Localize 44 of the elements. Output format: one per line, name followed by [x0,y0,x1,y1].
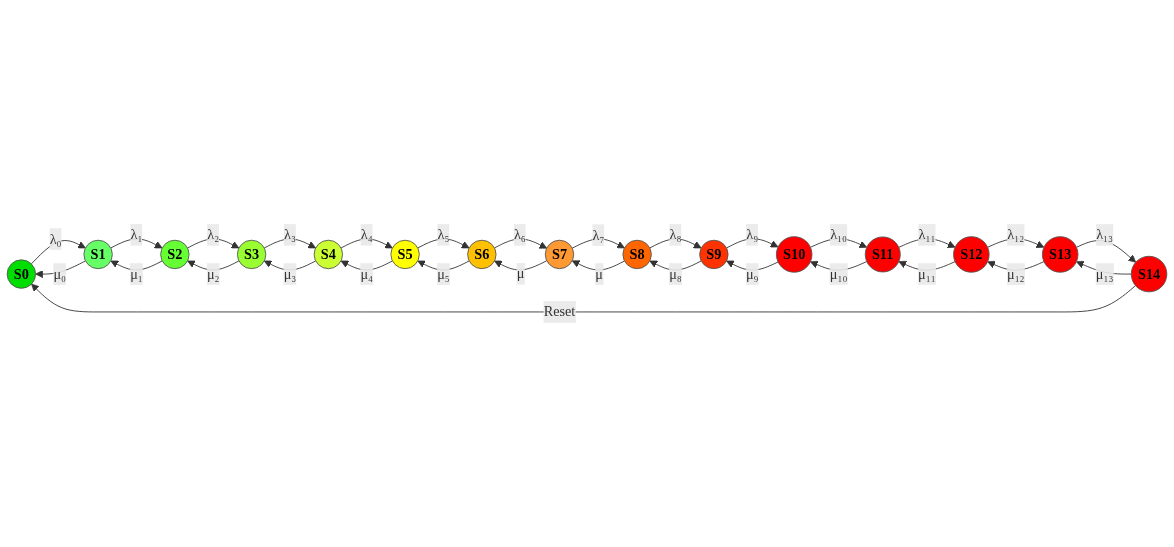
edge-label: λ₅ [437,226,450,243]
node-circle: S7 [544,239,575,270]
node-circle: S1 [83,239,113,270]
edge-label: λ₈ [669,226,682,243]
edge-label: λ₁₁ [918,226,936,243]
edge-label: μ [516,265,525,281]
edge-label: λ₁ [130,226,143,243]
edge-label: μ₂ [206,266,220,282]
edge-label: λ₄ [360,226,373,243]
node-circle: S5 [390,239,420,270]
node-circle: S3 [236,239,267,270]
edge-label: μ₁₀ [829,266,848,282]
edge-label: μ₁₂ [1006,266,1025,282]
edge-label: μ₁₃ [1095,266,1114,282]
edge-label: μ₁ [130,266,143,282]
edge-label: λ₉ [746,226,759,243]
edge-label: λ₂ [207,226,220,243]
edge-label: λ₆ [513,226,526,243]
edge-label: μ [595,266,603,282]
edge-label: λ₇ [592,227,605,243]
node-circle: S8 [622,239,652,270]
node-circle: S9 [699,239,729,270]
edge-label: μ₅ [437,266,450,282]
edge-label: μ₁₁ [918,266,936,282]
node-circle: S2 [160,239,190,270]
edge-label: λ₁₃ [1096,226,1114,243]
edge-label: λ₁₂ [1007,226,1025,243]
node-circle: S12 [953,236,990,273]
node-circle: S13 [1041,236,1079,273]
node-circle: S11 [864,236,901,273]
node-circle: S10 [775,236,813,273]
edge-label: μ₉ [745,266,759,282]
edge-label: Reset [543,304,576,320]
node-circle: S14 [1130,255,1168,293]
edge-label: μ₀ [53,266,67,282]
node-circle: S6 [467,239,497,270]
edge-label: λ₀ [49,231,62,247]
edge-label: λ₃ [284,226,296,243]
edge-label: λ₁₀ [830,226,848,243]
edge-label: μ₈ [669,266,682,282]
edge-label: μ₄ [360,266,374,282]
edge-label: μ₃ [283,266,297,282]
node-circle: S4 [313,239,344,270]
node-circle: S0 [6,259,37,289]
